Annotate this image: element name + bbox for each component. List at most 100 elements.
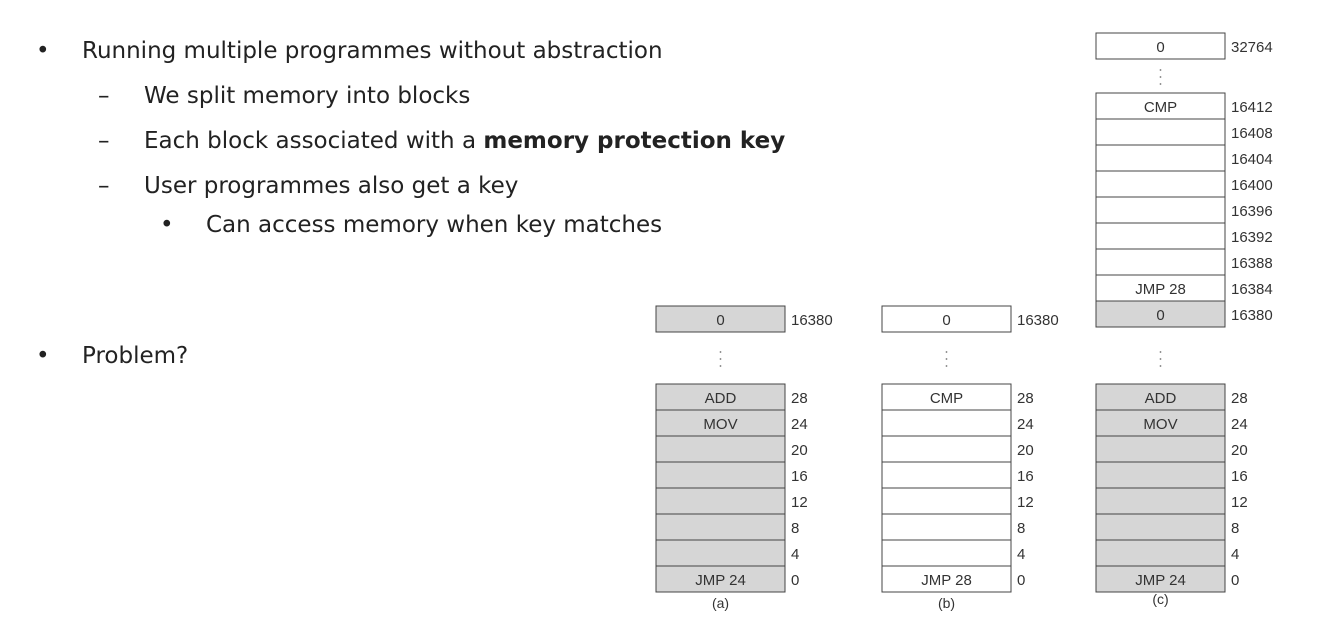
bullet-1b-plain: Each block associated with a [144,128,484,154]
column-c-upper-cell-address: 16396 [1231,203,1273,220]
column-a-cell-box [655,383,786,411]
column-a-cell-box [655,409,786,437]
column-c-upper-cell-address: 16384 [1231,281,1273,298]
column-c-cell-address: 24 [1231,416,1248,433]
column-b-top-cell-label: 0 [942,312,950,329]
bullet-1a-text: We split memory into blocks [144,83,471,109]
column-c-cell-label: ADD [1145,390,1177,407]
column-b-cell-address: 16 [1017,468,1034,485]
column-c-upper-cell-address: 16380 [1231,307,1273,324]
bullet-2-text: Problem? [82,343,189,369]
column-b-cell-address: 0 [1017,572,1025,589]
column-b-cell-address: 4 [1017,546,1025,563]
column-a-ellipsis-dot [719,351,722,353]
column-c-upper-cell-address: 16392 [1231,229,1273,246]
column-a-cell-address: 0 [791,572,799,589]
column-c-upper-cell-address: 16404 [1231,151,1273,168]
column-c-top-cell-box [1095,32,1226,60]
column-a-ellipsis-dot [719,358,722,360]
column-c-cell-box [1095,565,1226,593]
column-c-upper-cell-box [1095,144,1226,172]
column-c-cell-address: 16 [1231,468,1248,485]
column-b-cell-address: 12 [1017,494,1034,511]
column-b-cell-box [881,565,1012,593]
column-a-cell-box [655,461,786,489]
column-b-cell-box [881,461,1012,489]
column-c-cell-address: 20 [1231,442,1248,459]
column-c-cell-box [1095,487,1226,515]
column-a-cell-address: 8 [791,520,799,537]
column-c-upper-cell-box [1095,300,1226,328]
column-a-cell-label: ADD [705,390,737,407]
column-a-cell-address: 20 [791,442,808,459]
column-a-cell-address: 24 [791,416,808,433]
column-b-cell-address: 8 [1017,520,1025,537]
column-b-cell-box [881,539,1012,567]
column-c-upper-cell-address: 16412 [1231,99,1273,116]
column-c-cell-address: 0 [1231,572,1239,589]
column-c-cell-box [1095,435,1226,463]
column-a-cell-address: 12 [791,494,808,511]
column-a-cell-address: 28 [791,390,808,407]
column-a-cell-box [655,435,786,463]
column-a-caption: (a) [712,595,729,611]
column-a-cell-box [655,487,786,515]
column-a-cell-box [655,513,786,541]
column-c-upper-cell-address: 16400 [1231,177,1273,194]
column-c-cell-address: 4 [1231,546,1239,563]
column-a-cell-address: 4 [791,546,799,563]
column-b-cell-box [881,513,1012,541]
column-c-upper-cell-label: JMP 28 [1135,281,1186,298]
bullet-dot: • [160,212,174,238]
bullet-dash: – [98,128,110,154]
column-c-upper-cell-address: 16388 [1231,255,1273,272]
column-c-upper-cell-label: 0 [1156,307,1164,324]
bullet-dash: – [98,173,110,199]
column-c-cell-box [1095,513,1226,541]
column-c-cell-label: JMP 24 [1135,572,1186,589]
column-b-cell-address: 20 [1017,442,1034,459]
bullet-dot: • [36,343,50,369]
column-c-ellipsis-dot [1159,358,1162,360]
column-b-cell-label: JMP 28 [921,572,972,589]
column-c-upper-cell-box [1095,92,1226,120]
column-c-upper-cell-label: CMP [1144,99,1177,116]
column-c-upper-cell-box [1095,118,1226,146]
column-b-cell-box [881,435,1012,463]
column-c-cell-address: 28 [1231,390,1248,407]
column-a-cell-label: MOV [703,416,737,433]
column-a-cell-box [655,565,786,593]
column-c-cell-box [1095,539,1226,567]
column-a-ellipsis-dot [719,365,722,367]
column-c-caption: (c) [1152,591,1168,607]
column-b-ellipsis-dot [945,351,948,353]
bullet-dash: – [98,83,110,109]
column-c-upper-cell-box [1095,222,1226,250]
column-a-cell-box [655,539,786,567]
bullet-1b-text: Each block associated with a memory prot… [144,126,785,156]
bullet-1c-text: User programmes also get a key [144,173,519,199]
bullet-1-text: Running multiple programmes without abst… [82,38,663,64]
column-c-top-cell-label: 0 [1156,39,1164,56]
column-b-cell-address: 24 [1017,416,1034,433]
column-b-top-cell-address: 16380 [1017,312,1059,329]
column-c-upper-cell-box [1095,248,1226,276]
column-c-upper-ellipsis-dot [1159,83,1162,85]
bullet-dot: • [36,38,50,64]
bullet-1b-bold: memory protection key [483,128,786,154]
column-a-top-cell-box [655,305,786,333]
column-c-ellipsis-dot [1159,351,1162,353]
column-a-cell-label: JMP 24 [695,572,746,589]
column-c-cell-address: 8 [1231,520,1239,537]
column-b-cell-label: CMP [930,390,963,407]
bullet-1c1-text: Can access memory when key matches [206,212,663,238]
column-c-upper-cell-box [1095,170,1226,198]
column-b-cell-box [881,409,1012,437]
column-b-ellipsis-dot [945,358,948,360]
column-b-cell-address: 28 [1017,390,1034,407]
column-a-cell-address: 16 [791,468,808,485]
column-b-top-cell-box [881,305,1012,333]
column-c-ellipsis-dot [1159,365,1162,367]
column-c-upper-cell-address: 16408 [1231,125,1273,142]
